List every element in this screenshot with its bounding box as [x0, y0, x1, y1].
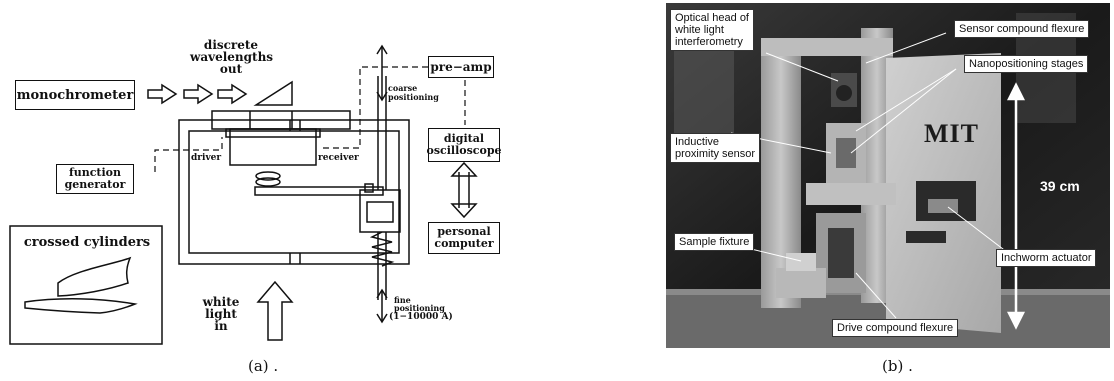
label-nano-stages: Nanopositioning stages	[964, 55, 1089, 73]
label-optical-head: Optical head of white light interferomet…	[670, 9, 754, 51]
function-generator-line2: generator	[64, 178, 126, 191]
housing-frame	[178, 119, 410, 265]
actuator-housing	[359, 189, 401, 233]
arm	[254, 186, 384, 196]
label-inductive-sensor: Inductive proximity sensor	[670, 133, 761, 163]
driver-label: driver	[191, 153, 222, 163]
preamp-wire	[323, 66, 428, 149]
caption-a: (a) .	[248, 357, 279, 375]
fine-positioning-label: positioning	[394, 303, 445, 313]
arrow-2	[183, 83, 214, 105]
function-generator-box: function generator	[56, 164, 134, 194]
wavelengths-label: wavelengths	[190, 50, 274, 64]
arrow-3	[217, 83, 248, 105]
receiver-label: receiver	[318, 153, 359, 163]
oscilloscope-box: digital oscilloscope	[426, 128, 502, 162]
in-label: in	[214, 319, 228, 333]
pre-amp-box: pre−amp	[428, 56, 494, 78]
lens	[255, 171, 281, 181]
arrow-1	[147, 83, 178, 105]
computer-line1: personal	[437, 225, 491, 238]
optical-head-line1: Optical head of	[675, 12, 749, 24]
discrete-label: discrete	[203, 38, 259, 52]
caption-b: (b) .	[882, 357, 913, 375]
prism	[253, 80, 293, 106]
cylinder-1	[57, 256, 132, 297]
spring	[369, 231, 395, 267]
fine-range-label: (1−10000 A)	[389, 312, 453, 322]
optical-head-line2: white light	[675, 24, 724, 36]
white-light-arrow	[256, 280, 294, 341]
label-sensor-flexure: Sensor compound flexure	[954, 20, 1090, 38]
dimension-label: 39 cm	[1040, 178, 1080, 194]
out-label: out	[219, 62, 243, 76]
crossed-cylinders-box	[9, 225, 163, 345]
sample-fixture	[776, 268, 826, 298]
inductive-line1: Inductive	[675, 136, 720, 148]
panel-a-schematic: monochrometer discrete wavelengths out p…	[9, 38, 502, 375]
personal-computer-box: personal computer	[428, 222, 500, 254]
housing-inner	[188, 130, 400, 254]
cylinder-2	[24, 298, 138, 314]
dimension-arrow	[1006, 82, 1026, 330]
coarse-label: coarse	[388, 83, 418, 93]
label-inchworm: Inchworm actuator	[996, 249, 1097, 267]
driver-wire	[154, 137, 223, 172]
oscilloscope-line2: oscilloscope	[426, 144, 502, 157]
crossed-cylinders-label: crossed cylinders	[23, 235, 151, 250]
optical-head-line3: interferometry	[675, 36, 743, 48]
function-generator-line1: function	[68, 166, 122, 179]
oscilloscope-line1: digital	[443, 132, 485, 145]
inductive-line2: proximity sensor	[675, 148, 756, 160]
label-sample-fixture: Sample fixture	[674, 233, 755, 251]
panel-b-photo: Optical head of white light interferomet…	[666, 3, 1110, 375]
mit-logo: MIT	[924, 119, 979, 148]
computer-line2: computer	[434, 237, 494, 250]
schematic-drawing	[9, 44, 478, 345]
monochromator-box: monochrometer	[15, 80, 135, 110]
fine-label: fine	[394, 295, 411, 305]
white-label: white	[202, 295, 240, 309]
light-label: light	[205, 307, 237, 321]
sensor-block	[229, 128, 317, 166]
coarse-positioning-label: positioning	[388, 92, 439, 102]
label-drive-flexure: Drive compound flexure	[832, 319, 959, 337]
